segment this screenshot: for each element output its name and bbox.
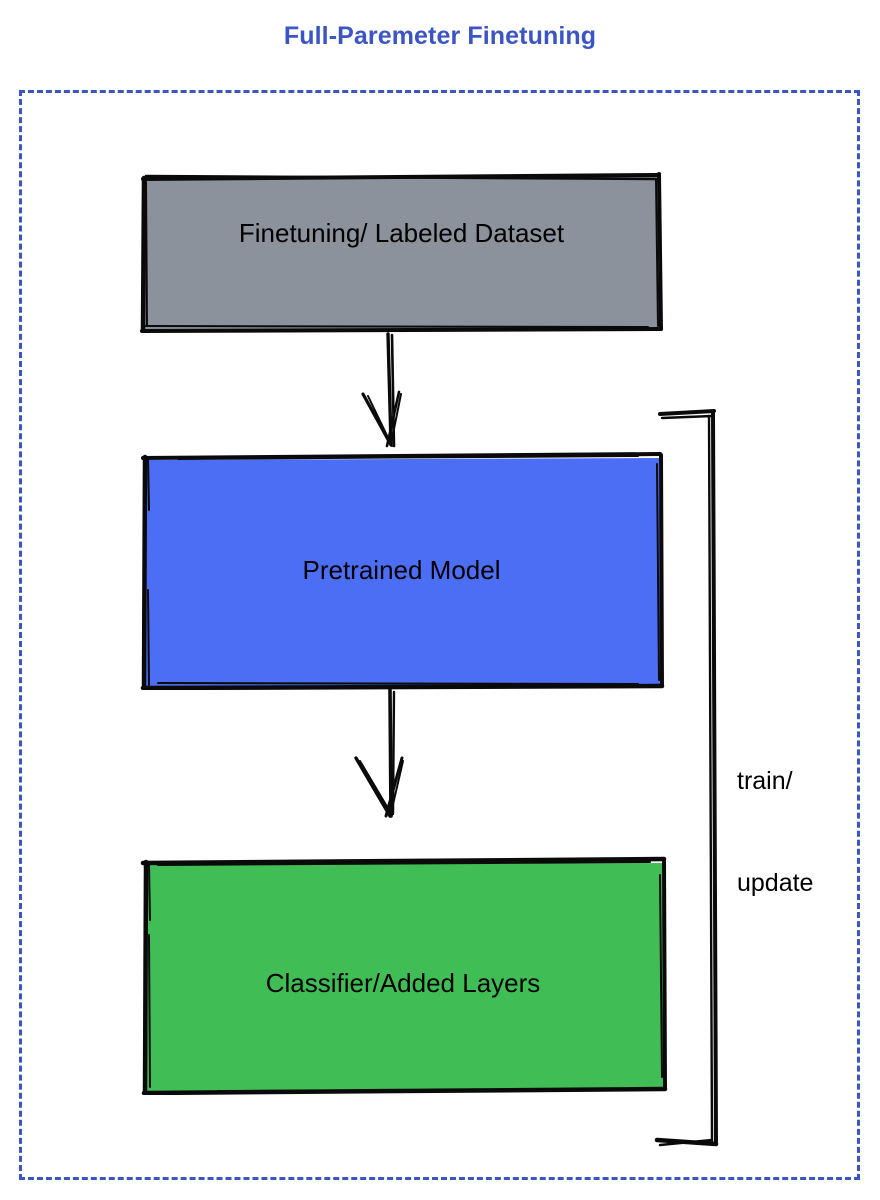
dashed-boundary-frame xyxy=(19,90,860,1180)
node-dataset[interactable]: Finetuning/ Labeled Dataset xyxy=(138,170,665,334)
node-classifier-shape xyxy=(140,856,668,1095)
edge-feedback-label-line1: train/ xyxy=(737,767,793,795)
page-title: Full-Paremeter Finetuning xyxy=(283,22,597,50)
node-classifier[interactable]: Classifier/Added Layers xyxy=(138,855,668,1095)
edge-feedback-bracket xyxy=(654,409,719,1147)
edge-feedback-label: train/ update xyxy=(737,696,813,968)
arrow-pretrained-to-classifier xyxy=(354,688,404,818)
edge-feedback-label-line2: update xyxy=(737,869,814,897)
node-dataset-shape xyxy=(140,172,663,333)
node-pretrained[interactable]: Pretrained Model xyxy=(138,450,665,690)
node-pretrained-shape xyxy=(140,452,665,690)
arrow-dataset-to-pretrained xyxy=(361,332,402,448)
